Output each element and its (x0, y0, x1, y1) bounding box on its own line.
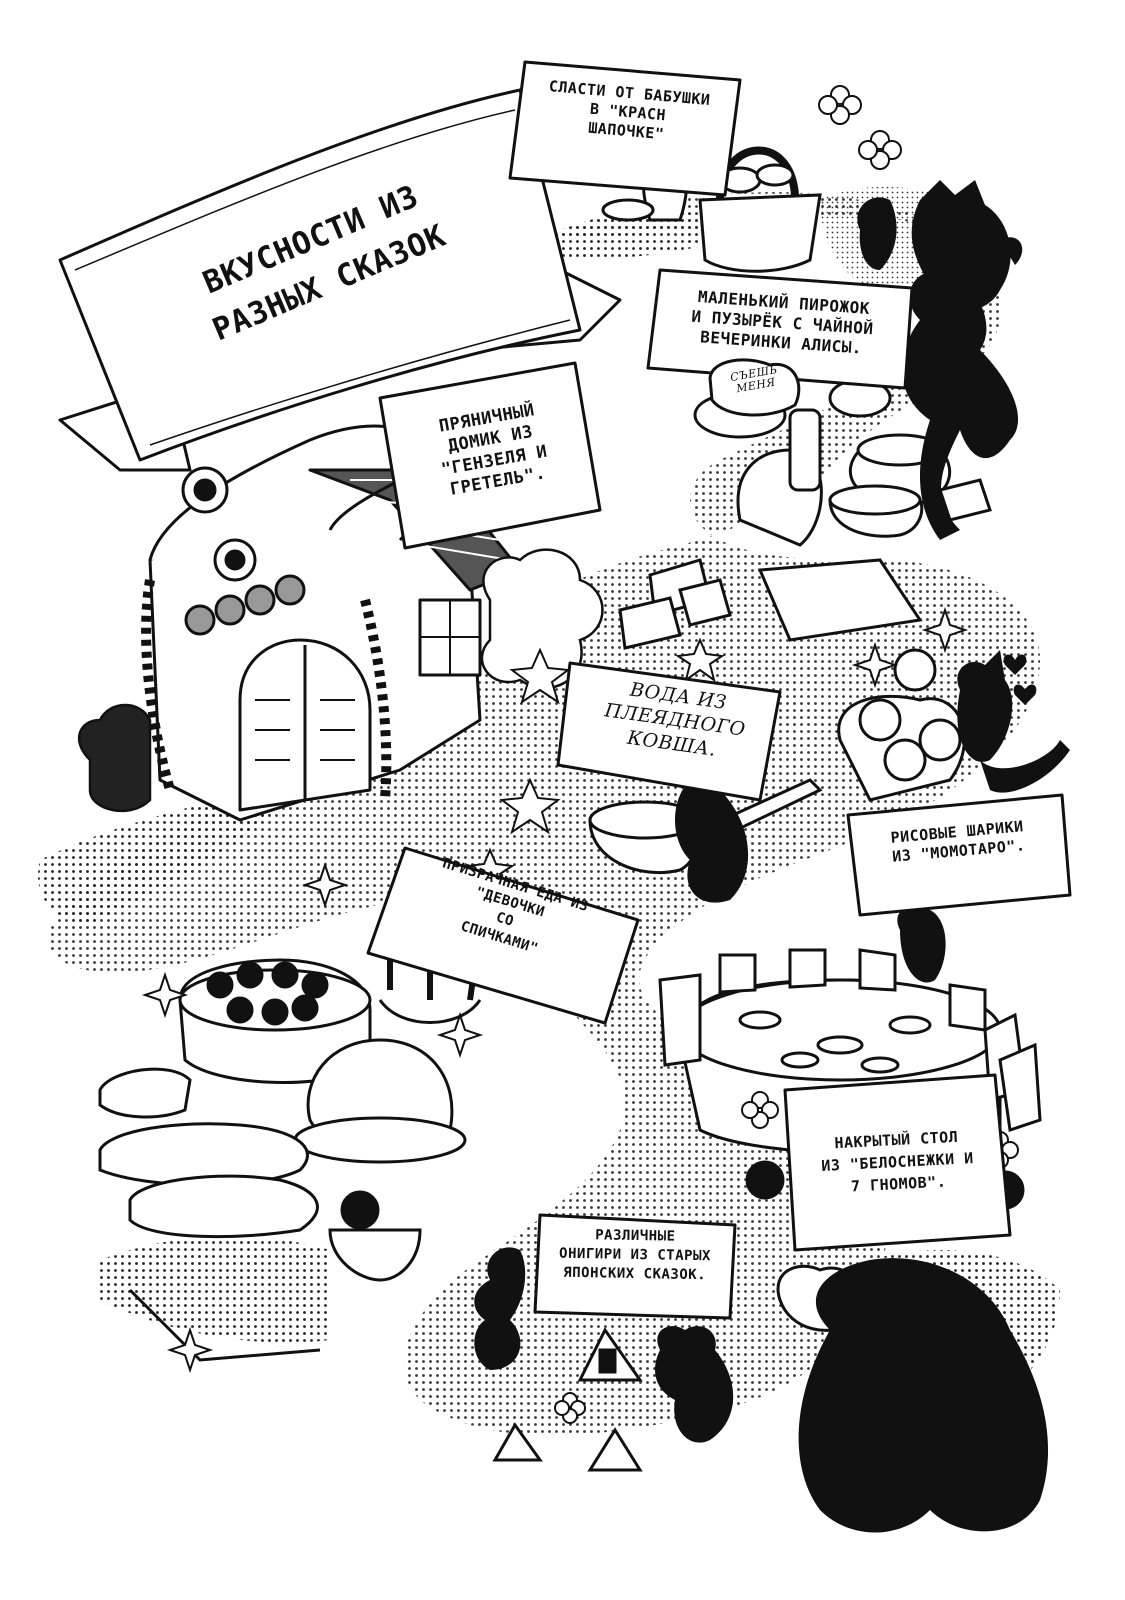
board-red-riding-hood (508, 60, 742, 197)
title-ribbon (58, 88, 622, 472)
princess-silhouette (474, 1247, 526, 1370)
caption-snow-white: Накрытый стол из "Белоснежки и 7 гномов"… (820, 1127, 975, 1195)
board-gingerbread (378, 361, 602, 550)
sparkles (141, 606, 969, 1374)
hearts (1003, 654, 1037, 705)
dwarf-silhouette (897, 906, 946, 983)
mouse-silhouette (655, 1326, 734, 1443)
rice-balls-illustration (837, 648, 966, 802)
momotaro-silhouette (957, 650, 1070, 793)
board-water (556, 661, 782, 802)
board-snow-white (783, 1073, 1012, 1252)
board-match-girl (366, 846, 640, 1025)
match-girl-feast-illustration (98, 910, 483, 1362)
gingerbread-house-illustration (141, 424, 522, 822)
board-eat-me (708, 358, 801, 417)
tea-party-illustration (618, 378, 992, 650)
witch-hair-silhouette (798, 1258, 1049, 1533)
caption-boards (366, 60, 1072, 1320)
board-onigiri (533, 1213, 737, 1320)
board-alice (646, 268, 914, 390)
alice-silhouette (901, 270, 1019, 540)
bushes (78, 548, 604, 813)
board-momotaro (846, 793, 1072, 917)
caption-onigiri: Различные онигири из старых японских ска… (558, 1227, 712, 1284)
